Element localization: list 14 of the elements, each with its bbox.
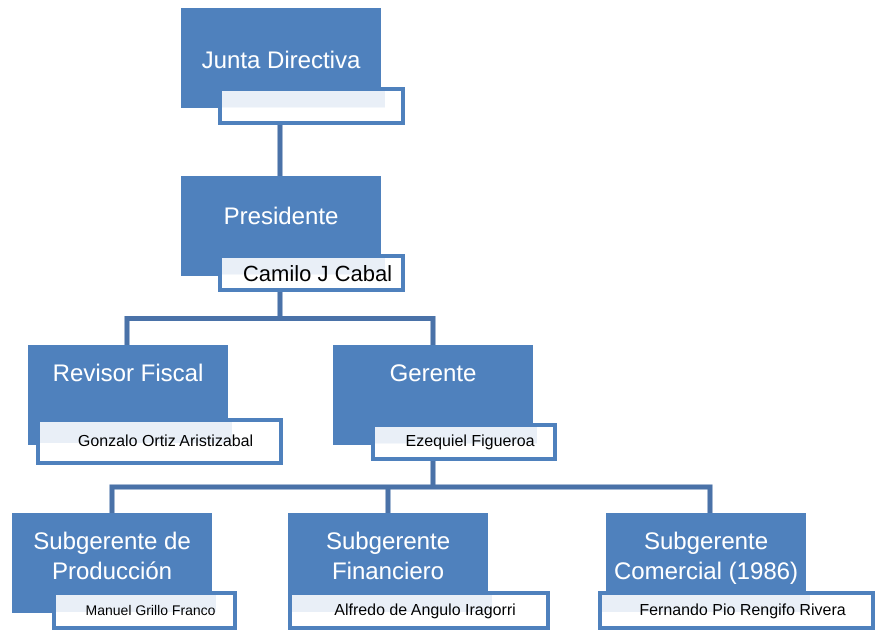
position-title: Gerente (390, 359, 476, 389)
person-name: Gonzalo Ortiz Aristizabal (76, 432, 254, 452)
position-title: Subgerente Comercial (1986) (612, 527, 800, 587)
person-name: Alfredo de Angulo Iragorri (333, 600, 516, 620)
position-title: Subgerente Financiero (324, 527, 452, 587)
position-title: Subgerente de Producción (32, 527, 192, 587)
position-title: Junta Directiva (202, 46, 360, 76)
connector-line (278, 125, 282, 176)
position-title: Revisor Fiscal (52, 359, 204, 389)
person-name: Ezequiel Figueroa (404, 432, 534, 452)
position-title: Presidente (224, 202, 338, 232)
person-name: Manuel Grillo Franco (84, 601, 216, 620)
person-name: Fernando Pio Rengifo Rivera (638, 600, 846, 620)
person-name: Camilo J Cabal (242, 260, 392, 288)
